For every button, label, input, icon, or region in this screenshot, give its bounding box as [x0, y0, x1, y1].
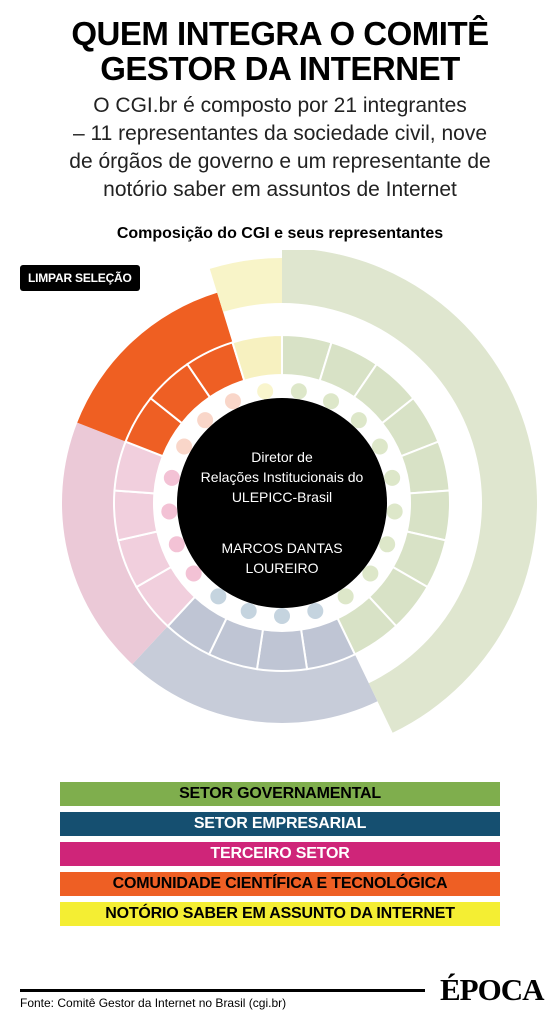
legend-item-terceiro-setor[interactable]: TERCEIRO SETOR [60, 842, 500, 866]
member-dot-governamental[interactable] [384, 469, 401, 486]
member-dot-ring [161, 383, 403, 624]
member-dot-governamental[interactable] [362, 565, 379, 582]
member-segment-empresarial[interactable] [255, 628, 309, 672]
outer-arc-governamental[interactable] [282, 250, 537, 733]
legend-item-notorio-saber[interactable]: NOTÓRIO SABER EM ASSUNTO DA INTERNET [60, 902, 500, 926]
footer-divider [20, 989, 425, 992]
outer-arc-terceiro-setor[interactable] [61, 422, 174, 665]
center-disc [177, 398, 387, 608]
member-dot-governamental[interactable] [290, 383, 307, 400]
outer-arc-notorio-saber[interactable] [209, 258, 282, 312]
member-dot-comunidade-cientifica[interactable] [224, 393, 241, 410]
member-dot-empresarial[interactable] [210, 588, 227, 605]
member-segment-notorio-saber[interactable] [231, 333, 283, 382]
legend-item-comunidade-cientifica[interactable]: COMUNIDADE CIENTÍFICA E TECNOLÓGICA [60, 872, 500, 896]
ring-diagram: Diretor de Relações Institucionais do UL… [61, 250, 537, 733]
center-role-line-1: Diretor de [251, 449, 313, 465]
member-dot-comunidade-cientifica[interactable] [197, 412, 214, 429]
member-dot-terceiro-setor[interactable] [168, 536, 185, 553]
center-name-line-1: MARCOS DANTAS [221, 540, 342, 556]
member-dot-governamental[interactable] [350, 412, 367, 429]
member-dot-governamental[interactable] [379, 536, 396, 553]
center-name-line-2: LOUREIRO [245, 560, 318, 576]
subtitle-line-4: notório saber em assuntos de Internet [103, 178, 457, 201]
epoca-logo: ÉPOCA [440, 972, 544, 1007]
member-dot-terceiro-setor[interactable] [163, 469, 180, 486]
member-dot-empresarial[interactable] [274, 608, 290, 624]
legend-item-empresarial[interactable]: SETOR EMPRESARIAL [60, 812, 500, 836]
title-line-1: QUEM INTEGRA O COMITÊ [71, 15, 489, 52]
clear-selection-button[interactable]: LIMPAR SELEÇÃO [20, 265, 140, 291]
member-dot-notorio-saber[interactable] [257, 383, 274, 400]
member-segment-terceiro-setor[interactable] [113, 489, 159, 542]
member-dot-empresarial[interactable] [240, 602, 257, 619]
page-title: QUEM INTEGRA O COMITÊ GESTOR DA INTERNET [0, 16, 560, 86]
sector-legend: SETOR GOVERNAMENTAL SETOR EMPRESARIAL TE… [60, 782, 500, 932]
title-line-2: GESTOR DA INTERNET [100, 50, 460, 87]
member-dot-governamental[interactable] [323, 393, 340, 410]
member-dot-governamental[interactable] [371, 438, 388, 455]
member-dot-terceiro-setor[interactable] [161, 503, 178, 520]
page-subtitle: O CGI.br é composto por 21 integrantes –… [20, 92, 540, 204]
member-dot-governamental[interactable] [386, 503, 403, 520]
source-note: Fonte: Comitê Gestor da Internet no Bras… [20, 996, 287, 1010]
center-role-line-2: Relações Institucionais do [201, 469, 364, 485]
member-dot-terceiro-setor[interactable] [185, 565, 202, 582]
member-dot-governamental[interactable] [337, 588, 354, 605]
subtitle-line-3: de órgãos de governo e um representante … [69, 150, 491, 173]
outer-arc-comunidade-cientifica[interactable] [77, 292, 235, 445]
member-dot-comunidade-cientifica[interactable] [176, 438, 193, 455]
subtitle-line-1: O CGI.br é composto por 21 integrantes [93, 94, 467, 117]
subtitle-line-2: – 11 representantes da sociedade civil, … [72, 122, 488, 145]
member-segment-ring [113, 333, 451, 672]
center-role-line-3: ULEPICC-Brasil [232, 489, 332, 505]
legend-item-governamental[interactable]: SETOR GOVERNAMENTAL [60, 782, 500, 806]
chart-caption: Composição do CGI e seus representantes [116, 225, 444, 242]
member-dot-empresarial[interactable] [307, 602, 324, 619]
